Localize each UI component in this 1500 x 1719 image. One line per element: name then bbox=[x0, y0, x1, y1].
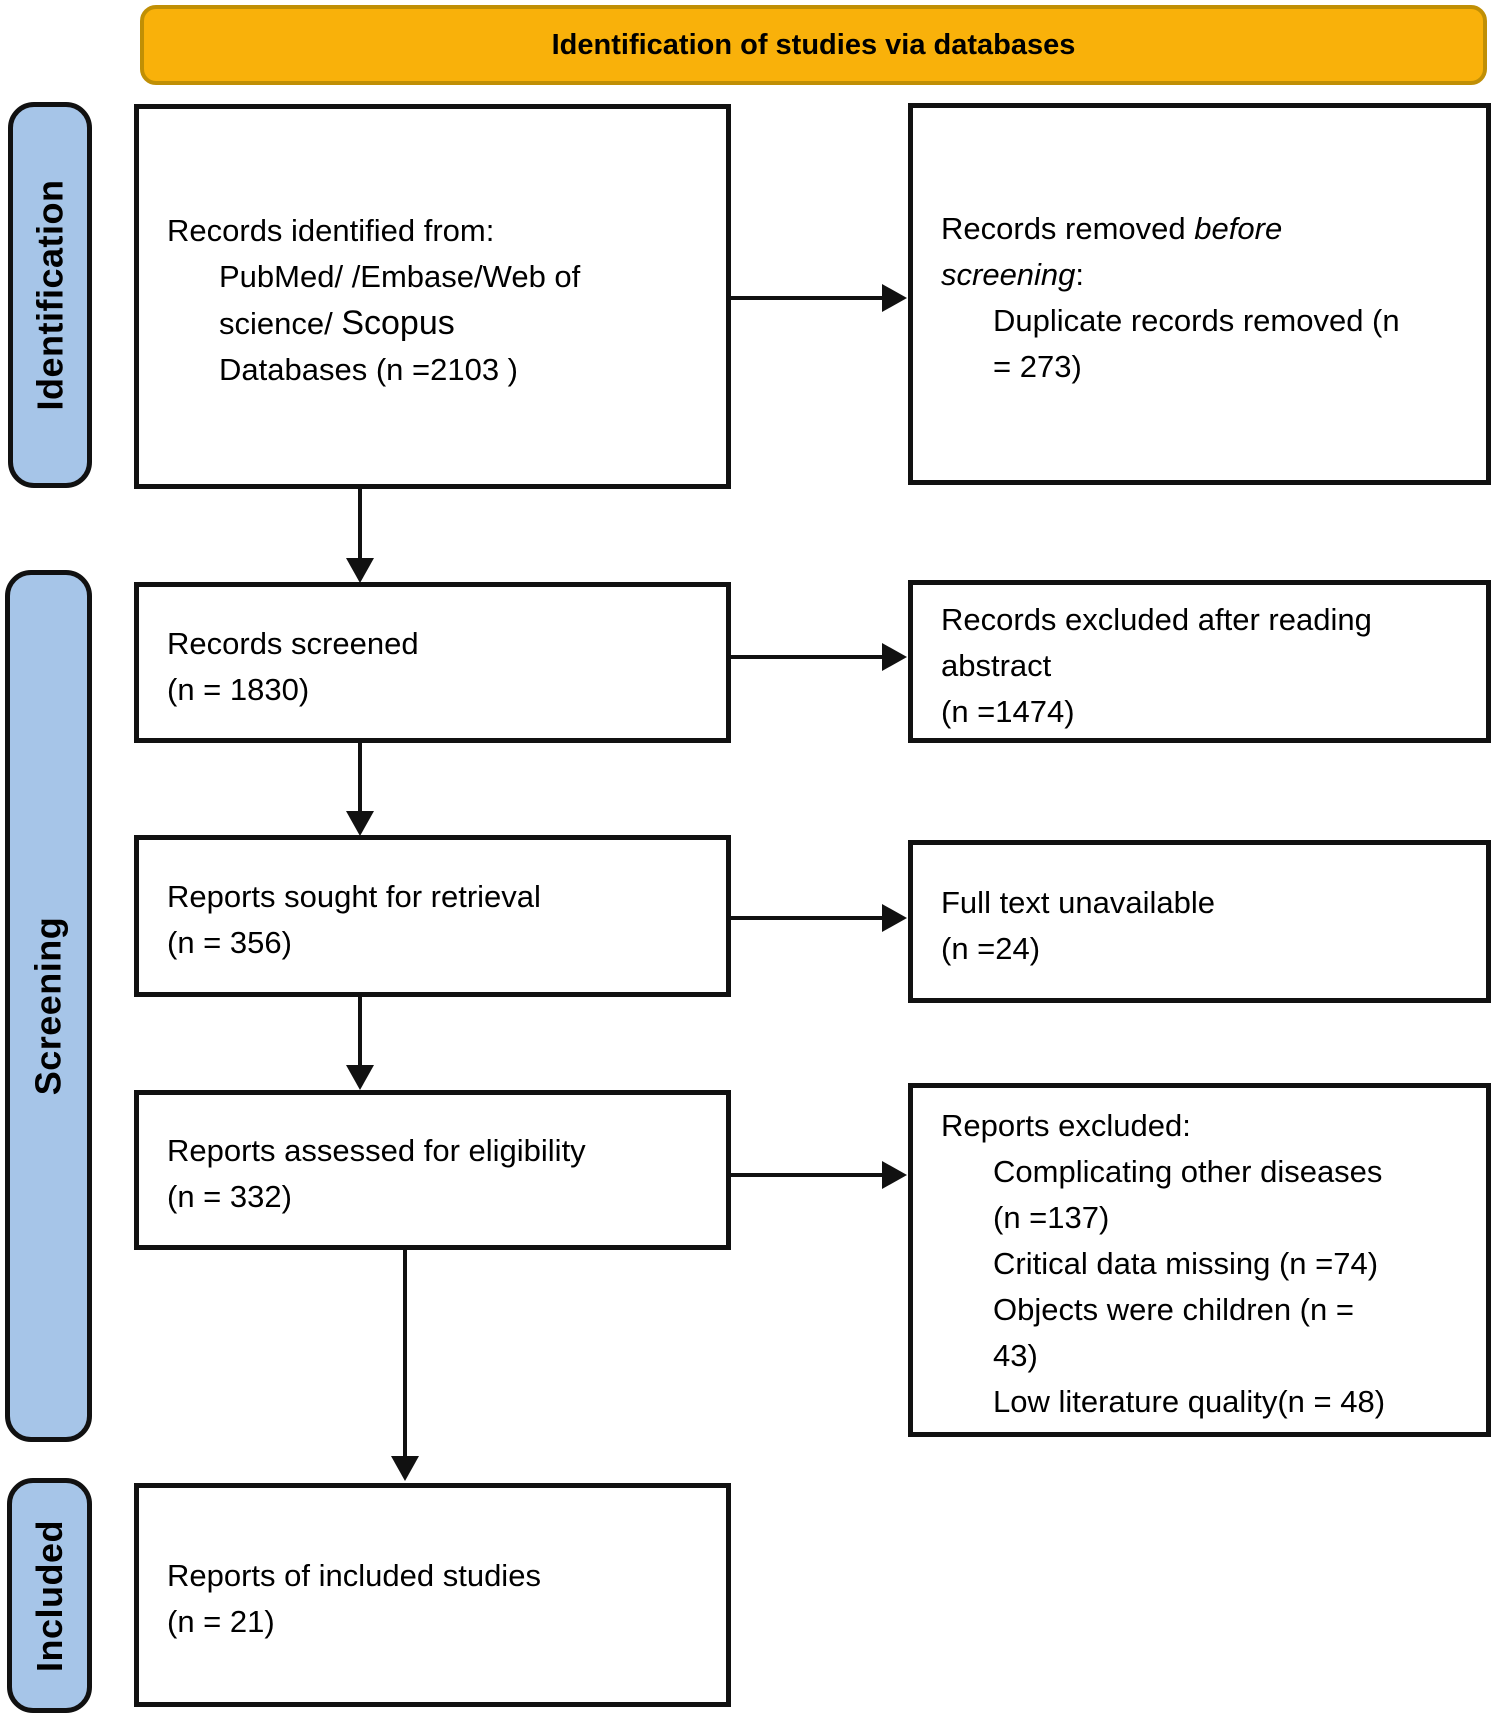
arrow-screened-to-sought-head bbox=[346, 811, 374, 836]
records-removed-box: Records removed before screening: Duplic… bbox=[908, 103, 1491, 485]
arrow-identified-to-removed-head bbox=[882, 284, 907, 312]
arrow-assessed-to-excluded-line bbox=[731, 1173, 884, 1177]
banner-title: Identification of studies via databases bbox=[551, 28, 1076, 61]
records-excluded-abstract-line-2: abstract bbox=[941, 647, 1052, 683]
full-text-unavailable-content: Full text unavailable (n =24) bbox=[913, 845, 1486, 1006]
reports-included-line-1: Reports of included studies bbox=[167, 1558, 541, 1593]
reports-included-line-2: (n = 21) bbox=[167, 1604, 275, 1639]
arrow-sought-to-assessed-head bbox=[346, 1065, 374, 1090]
stage-label-identification: Identification bbox=[8, 102, 92, 488]
arrow-assessed-to-excluded-head bbox=[882, 1161, 907, 1189]
reports-included-box: Reports of included studies (n = 21) bbox=[134, 1483, 731, 1707]
records-identified-intro: Records identified from: bbox=[167, 213, 495, 248]
reports-sought-box: Reports sought for retrieval (n = 356) bbox=[134, 835, 731, 997]
records-removed-content: Records removed before screening: Duplic… bbox=[913, 108, 1486, 488]
records-removed-line-1-italic: before bbox=[1194, 211, 1283, 246]
reports-excluded-detail-2: (n =137) bbox=[993, 1200, 1110, 1235]
arrow-screened-to-excluded-head bbox=[882, 643, 907, 671]
reports-assessed-line-2: (n = 332) bbox=[167, 1179, 292, 1214]
reports-assessed-box: Reports assessed for eligibility (n = 33… bbox=[134, 1090, 731, 1250]
reports-excluded-box: Reports excluded: Complicating other dis… bbox=[908, 1083, 1491, 1437]
arrow-assessed-to-included-line bbox=[403, 1250, 407, 1458]
stage-label-included-text: Included bbox=[28, 1519, 70, 1672]
arrow-sought-to-fulltext-head bbox=[882, 904, 907, 932]
stage-label-identification-text: Identification bbox=[29, 179, 70, 411]
full-text-unavailable-line-1: Full text unavailable bbox=[941, 884, 1215, 920]
reports-excluded-content: Reports excluded: Complicating other dis… bbox=[913, 1088, 1486, 1440]
records-removed-detail-2: = 273) bbox=[993, 349, 1082, 384]
reports-excluded-detail-3: Critical data missing (n =74) bbox=[993, 1246, 1379, 1281]
reports-sought-line-2: (n = 356) bbox=[167, 925, 292, 960]
arrow-screened-to-sought-line bbox=[358, 743, 362, 813]
records-excluded-abstract-line-3: (n =1474) bbox=[941, 693, 1075, 729]
reports-excluded-detail-4: Objects were children (n = bbox=[993, 1292, 1354, 1327]
arrow-screened-to-excluded-line bbox=[731, 655, 884, 659]
reports-assessed-content: Reports assessed for eligibility (n = 33… bbox=[139, 1095, 726, 1253]
records-identified-content: Records identified from: PubMed/ /Embase… bbox=[139, 109, 726, 492]
banner: Identification of studies via databases bbox=[140, 5, 1487, 85]
records-removed-detail-1: Duplicate records removed (n bbox=[993, 303, 1400, 338]
reports-included-content: Reports of included studies (n = 21) bbox=[139, 1488, 726, 1710]
reports-excluded-detail-6: Low literature quality(n = 48) bbox=[993, 1384, 1386, 1419]
reports-excluded-detail-5: 43) bbox=[993, 1338, 1038, 1373]
arrow-identified-to-screened-line bbox=[358, 489, 362, 560]
records-screened-line-2: (n = 1830) bbox=[167, 671, 310, 707]
full-text-unavailable-box: Full text unavailable (n =24) bbox=[908, 840, 1491, 1003]
records-identified-line-2: science/ Scopus bbox=[167, 300, 712, 347]
reports-sought-line-1: Reports sought for retrieval bbox=[167, 879, 541, 914]
arrow-identified-to-removed-line bbox=[731, 296, 884, 300]
records-excluded-abstract-line-1: Records excluded after reading bbox=[941, 601, 1372, 637]
records-removed-line-2-suffix: : bbox=[1075, 257, 1085, 292]
records-identified-line-2a: science/ bbox=[219, 306, 342, 341]
reports-excluded-detail-1: Complicating other diseases bbox=[993, 1154, 1383, 1189]
reports-excluded-intro: Reports excluded: bbox=[941, 1108, 1191, 1143]
records-identified-line-3: Databases (n =2103 ) bbox=[219, 352, 518, 387]
reports-sought-content: Reports sought for retrieval (n = 356) bbox=[139, 840, 726, 1000]
stage-label-screening: Screening bbox=[5, 570, 92, 1442]
records-removed-line-2: screening: bbox=[941, 252, 1472, 298]
arrow-sought-to-fulltext-line bbox=[731, 916, 884, 920]
records-identified-scopus: Scopus bbox=[341, 304, 455, 342]
arrow-identified-to-screened-head bbox=[346, 558, 374, 583]
records-screened-box: Records screened (n = 1830) bbox=[134, 582, 731, 743]
arrow-sought-to-assessed-line bbox=[358, 997, 362, 1067]
records-excluded-abstract-content: Records excluded after reading abstract … bbox=[913, 585, 1486, 746]
reports-assessed-line-1: Reports assessed for eligibility bbox=[167, 1133, 586, 1168]
records-excluded-abstract-box: Records excluded after reading abstract … bbox=[908, 580, 1491, 743]
records-removed-line-1: Records removed before bbox=[941, 206, 1472, 252]
records-screened-content: Records screened (n = 1830) bbox=[139, 587, 726, 746]
records-identified-box: Records identified from: PubMed/ /Embase… bbox=[134, 104, 731, 489]
records-identified-line-1: PubMed/ /Embase/Web of bbox=[219, 259, 581, 294]
records-screened-line-1: Records screened bbox=[167, 625, 419, 661]
full-text-unavailable-line-2: (n =24) bbox=[941, 930, 1041, 966]
stage-label-screening-text: Screening bbox=[27, 916, 69, 1096]
records-removed-line-2-italic: screening bbox=[941, 257, 1076, 292]
stage-label-included: Included bbox=[7, 1478, 92, 1713]
arrow-assessed-to-included-head bbox=[391, 1456, 419, 1481]
records-removed-line-1-normal: Records removed bbox=[941, 211, 1195, 246]
